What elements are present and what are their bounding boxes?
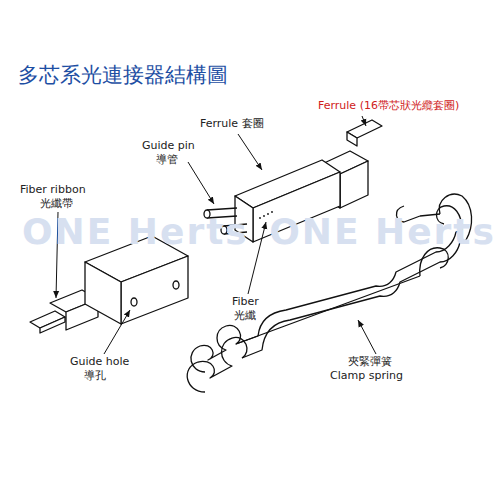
part-label: 導孔 <box>84 370 106 382</box>
part-label: 導管 <box>156 154 178 166</box>
part-label: 夾緊彈簧 <box>348 356 392 368</box>
part-label: 光纖 <box>234 310 256 322</box>
part-label: Clamp spring <box>330 370 403 382</box>
part-label: Guide pin <box>142 140 195 152</box>
part-label: Ferrule 套圈 <box>200 118 264 130</box>
part-label: Fiber ribbon <box>20 184 86 196</box>
part-label: Guide hole <box>70 356 129 368</box>
watermark: ONE Herts <box>22 212 249 252</box>
part-label: Ferrule (16帶芯狀光纜套圈) <box>318 100 459 112</box>
part-label: Fiber <box>232 296 259 308</box>
part-label: 光纖帶 <box>40 198 73 210</box>
watermark: ONE Herts <box>269 212 496 252</box>
diagram-title: 多芯系光連接器結構圖 <box>18 64 228 87</box>
